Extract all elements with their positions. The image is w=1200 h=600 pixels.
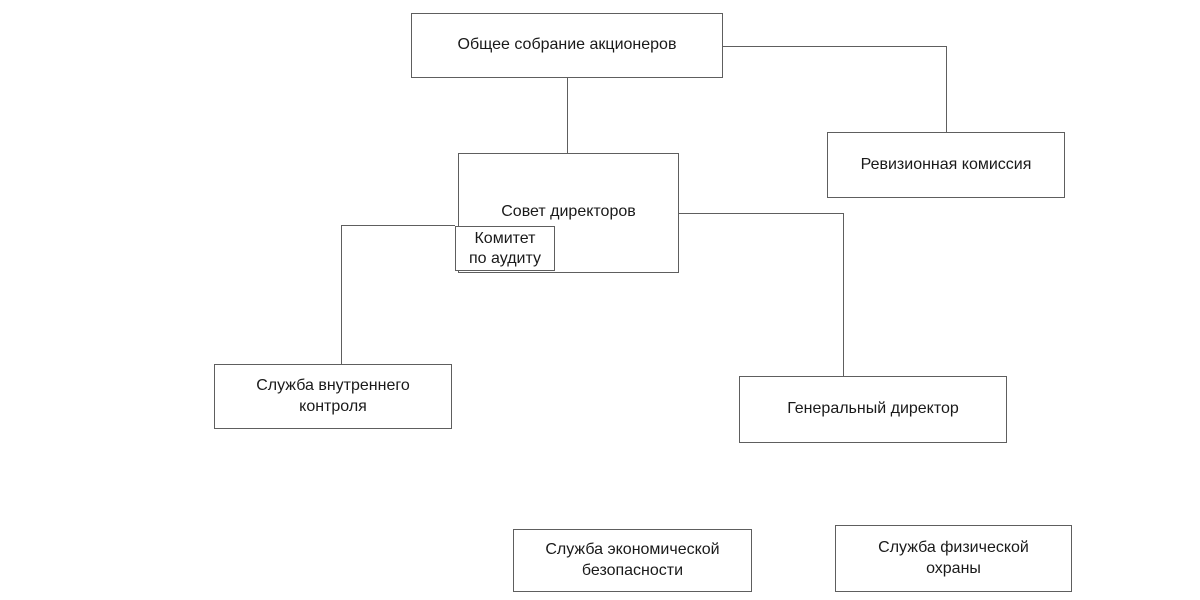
org-node-label: Служба внутреннего контроля (256, 376, 410, 415)
org-node-label: Совет директоров (501, 203, 636, 220)
org-node-revision-commission: Ревизионная комиссия (827, 132, 1065, 198)
org-node-label: Служба экономической безопасности (545, 540, 720, 579)
connector-meeting-to-revision (723, 46, 946, 47)
connector-board-to-internal-control (341, 225, 455, 226)
connector-meeting-to-board (567, 78, 568, 153)
org-node-economic-security-service: Служба экономической безопасности (513, 529, 752, 592)
connector-board-to-general-director (679, 213, 843, 214)
org-node-audit-committee: Комитет по аудиту (455, 226, 555, 271)
org-node-physical-security-service: Служба физической охраны (835, 525, 1072, 592)
org-node-general-meeting: Общее собрание акционеров (411, 13, 723, 78)
connector-board-to-internal-control (341, 225, 342, 364)
connector-board-to-general-director (843, 213, 844, 376)
org-node-label: Генеральный директор (787, 400, 959, 418)
org-node-label: Служба физической охраны (878, 538, 1029, 577)
org-node-label: Общее собрание акционеров (457, 36, 677, 54)
org-node-general-director: Генеральный директор (739, 376, 1007, 443)
org-node-label: Ревизионная комиссия (860, 155, 1032, 173)
org-node-internal-control-service: Служба внутреннего контроля (214, 364, 452, 429)
org-node-label: Комитет по аудиту (469, 229, 541, 267)
connector-meeting-to-revision (946, 46, 947, 132)
